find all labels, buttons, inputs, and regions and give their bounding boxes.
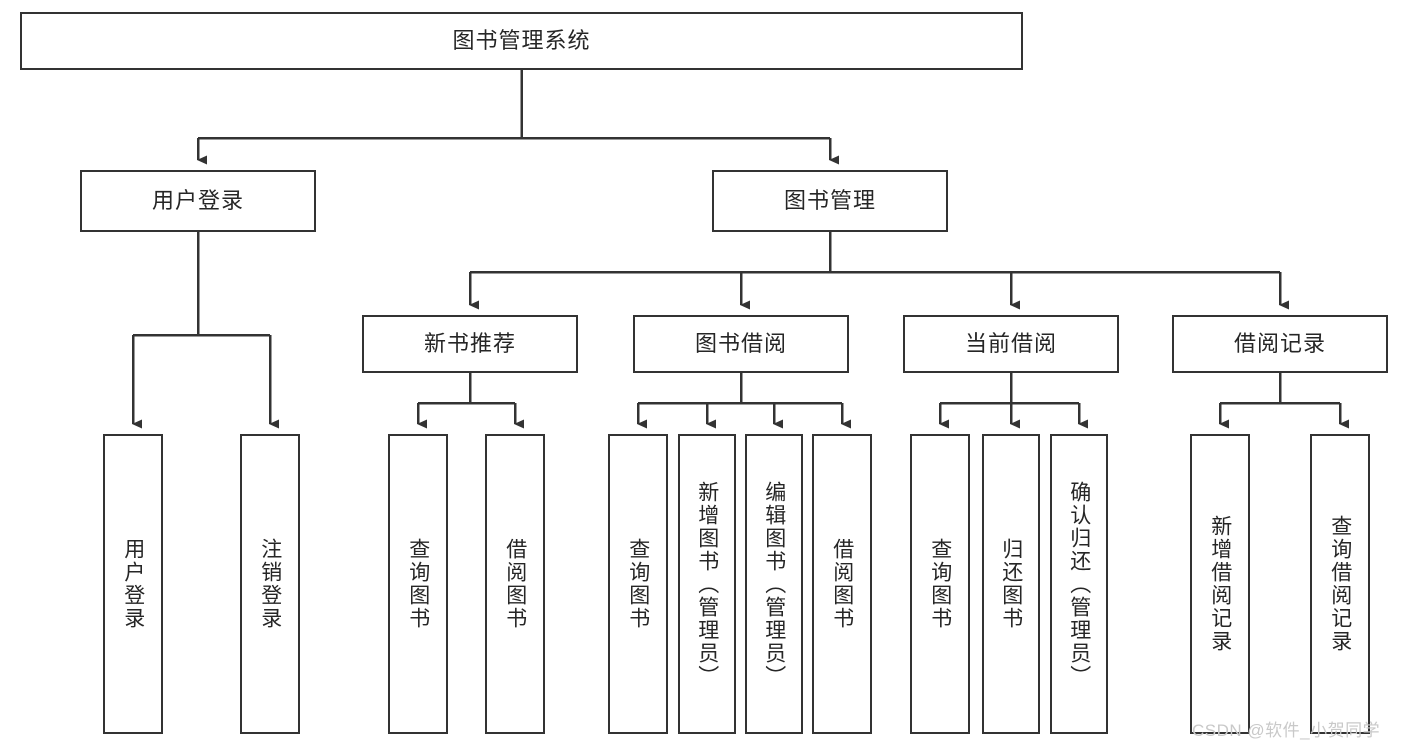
node-label: 查询图书 xyxy=(406,538,430,630)
node-book-borrow[interactable]: 图书借阅 xyxy=(633,315,849,373)
leaf-add-borrow-record[interactable]: 新增借阅记录 xyxy=(1190,434,1250,734)
node-root-system[interactable]: 图书管理系统 xyxy=(20,12,1023,70)
node-label: 新增借阅记录 xyxy=(1208,515,1232,653)
leaf-return-book[interactable]: 归还图书 xyxy=(982,434,1040,734)
node-label: 图书管理 xyxy=(783,187,876,213)
node-user-login[interactable]: 用户登录 xyxy=(80,170,316,232)
node-label: 借阅记录 xyxy=(1233,330,1326,356)
node-book-management[interactable]: 图书管理 xyxy=(712,170,948,232)
node-label: 借阅图书 xyxy=(830,538,854,630)
node-label: 归还图书 xyxy=(999,538,1023,630)
node-label: 确认归还（管理员） xyxy=(1067,480,1091,688)
node-label: 图书管理系统 xyxy=(452,27,591,53)
node-label: 用户登录 xyxy=(151,187,244,213)
leaf-confirm-return-admin[interactable]: 确认归还（管理员） xyxy=(1050,434,1108,734)
node-label: 查询图书 xyxy=(928,538,952,630)
node-new-book-recommend[interactable]: 新书推荐 xyxy=(362,315,578,373)
node-label: 新书推荐 xyxy=(423,330,516,356)
leaf-edit-book-admin[interactable]: 编辑图书（管理员） xyxy=(745,434,803,734)
node-label: 查询借阅记录 xyxy=(1328,515,1352,653)
leaf-query-book-borrow[interactable]: 查询图书 xyxy=(608,434,668,734)
node-borrow-record[interactable]: 借阅记录 xyxy=(1172,315,1388,373)
node-label: 当前借阅 xyxy=(964,330,1057,356)
csdn-watermark: CSDN @软件_小贺同学 xyxy=(1192,721,1381,740)
leaf-borrow-book-recommend[interactable]: 借阅图书 xyxy=(485,434,545,734)
node-current-borrow[interactable]: 当前借阅 xyxy=(903,315,1119,373)
leaf-user-login[interactable]: 用户登录 xyxy=(103,434,163,734)
node-label: 注销登录 xyxy=(258,538,282,630)
leaf-query-book-current[interactable]: 查询图书 xyxy=(910,434,970,734)
node-label: 新增图书（管理员） xyxy=(695,480,719,688)
node-label: 编辑图书（管理员） xyxy=(762,480,786,688)
node-label: 用户登录 xyxy=(121,538,145,630)
node-label: 图书借阅 xyxy=(694,330,787,356)
leaf-query-book-recommend[interactable]: 查询图书 xyxy=(388,434,448,734)
node-label: 查询图书 xyxy=(626,538,650,630)
leaf-user-logout[interactable]: 注销登录 xyxy=(240,434,300,734)
leaf-add-book-admin[interactable]: 新增图书（管理员） xyxy=(678,434,736,734)
leaf-borrow-book[interactable]: 借阅图书 xyxy=(812,434,872,734)
node-label: 借阅图书 xyxy=(503,538,527,630)
leaf-query-borrow-record[interactable]: 查询借阅记录 xyxy=(1310,434,1370,734)
